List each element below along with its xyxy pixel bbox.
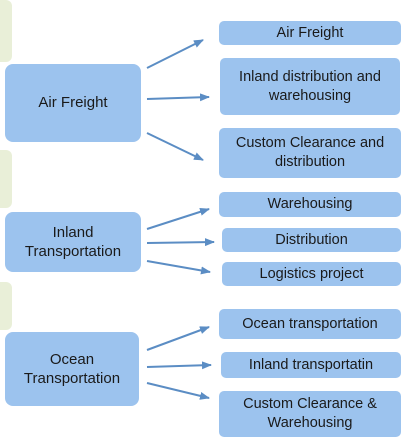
arrow [146, 132, 204, 161]
arrow [146, 39, 204, 69]
source-air-freight: Air Freight [5, 64, 141, 142]
arrow [146, 260, 211, 275]
target-logistics-project: Logistics project [222, 262, 401, 286]
target-inland-transportatin: Inland transportatin [221, 352, 401, 378]
target-distribution: Distribution [222, 228, 401, 252]
background-tint [0, 150, 12, 208]
arrow [146, 93, 210, 102]
arrow [146, 361, 212, 370]
background-tint [0, 282, 12, 330]
target-air-freight: Air Freight [219, 21, 401, 45]
source-inland-transportation: Inland Transportation [5, 212, 141, 272]
target-inland-distribution-warehousing: Inland distribution and warehousing [220, 58, 400, 115]
target-warehousing: Warehousing [219, 192, 401, 217]
target-custom-clearance-warehousing: Custom Clearance & Warehousing [219, 391, 401, 437]
arrow [146, 238, 215, 247]
target-custom-clearance-distribution: Custom Clearance and distribution [219, 128, 401, 178]
arrow [146, 382, 210, 400]
background-tint [0, 0, 12, 62]
arrow [146, 207, 210, 230]
target-ocean-transportation: Ocean transportation [219, 309, 401, 339]
source-ocean-transportation: Ocean Transportation [5, 332, 139, 406]
arrow [146, 326, 210, 351]
